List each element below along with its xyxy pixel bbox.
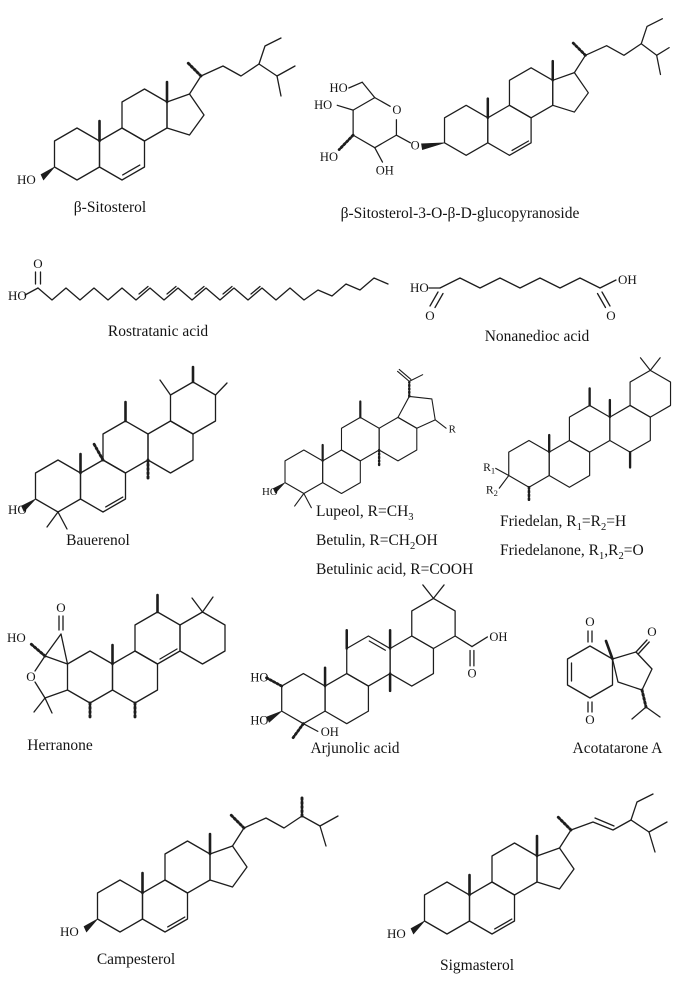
caption-herranone: Herranone <box>27 737 93 754</box>
structure-nonanedioc-acid: HO O O OH <box>410 272 637 323</box>
caption-rostratanic-acid: Rostratanic acid <box>107 323 209 340</box>
structure-sigmasterol: HO <box>387 793 668 941</box>
caption-friedelanone: Friedelanone, R1,R2=O <box>500 542 644 563</box>
skeleton-arjunolic-acid <box>264 584 489 740</box>
skeleton-rostratanic-acid <box>24 271 389 301</box>
skeleton-acotatarone-a <box>566 630 661 720</box>
caption-beta-sitosterol: β-Sitosterol <box>73 199 147 216</box>
structure-sitosterol-glucoside: O O HO HO HO OH <box>314 18 670 178</box>
caption-lupeol-group: Lupeol, R=CH3 Betulin, R=CH2OH Betulinic… <box>316 500 496 587</box>
atom-label-ho: HO <box>17 172 36 187</box>
atom-label-oh-cooh: OH <box>489 630 507 644</box>
atom-label-ho-c3: HO <box>320 150 338 164</box>
atom-label-r1: R1 <box>483 461 495 476</box>
skeleton-sitosterol-glucoside <box>336 18 670 163</box>
caption-lupeol: Lupeol, R=CH3 <box>316 503 414 524</box>
structure-lupeol: HO R <box>262 368 457 509</box>
atom-label-oh-c23: OH <box>321 725 339 739</box>
atom-label-ho: HO <box>262 486 278 498</box>
caption-friedelan: Friedelan, R1=R2=H <box>500 513 627 534</box>
structure-campesterol: HO <box>60 795 339 939</box>
caption-betulin: Betulin, R=CH2OH <box>316 532 438 553</box>
atom-label-ho-ch2: HO <box>330 81 348 95</box>
atom-label-o-cooh: O <box>467 666 476 680</box>
caption-nonanedioc-acid: Nonanedioc acid <box>484 328 590 345</box>
atom-label-ring-o: O <box>392 103 401 117</box>
atom-label-ho: HO <box>387 926 406 941</box>
atom-label-carbonyl-o: O <box>56 600 65 615</box>
atom-label-ho: HO <box>60 924 79 939</box>
structure-friedelan: R1 R2 <box>483 357 672 502</box>
caption-bauerenol: Bauerenol <box>66 532 130 549</box>
atom-label-ho: HO <box>7 630 26 645</box>
skeleton-beta-sitosterol <box>40 37 296 181</box>
skeleton-herranone <box>29 593 226 721</box>
atom-label-ho-c4: HO <box>314 98 332 112</box>
structure-bauerenol: HO <box>8 365 228 530</box>
caption-acotatarone-a: Acotatarone A <box>572 740 663 757</box>
caption-sigmasterol: Sigmasterol <box>439 957 515 974</box>
atom-label-o-right: O <box>647 624 656 639</box>
atom-label-ho: HO <box>8 288 27 303</box>
skeleton-bauerenol <box>21 365 228 530</box>
atom-label-ho-c2: HO <box>250 670 268 684</box>
structure-rostratanic-acid: O HO <box>8 256 389 303</box>
structure-herranone: O O HO <box>7 593 226 721</box>
atom-label-r2: R2 <box>486 484 498 499</box>
skeleton-sigmasterol <box>410 793 668 935</box>
caption-campesterol: Campesterol <box>96 951 176 968</box>
atom-label-ho-c3: HO <box>250 714 268 728</box>
atom-label-o-right: O <box>606 308 615 323</box>
caption-friedelan-group: Friedelan, R1=R2=H Friedelanone, R1,R2=O <box>500 510 685 568</box>
skeleton-nonanedioc-acid <box>428 277 617 309</box>
atom-label-oh: OH <box>618 272 637 287</box>
skeleton-campesterol <box>83 795 339 933</box>
atom-label-carbonyl-o: O <box>33 256 42 271</box>
skeleton-lupeol <box>272 368 447 509</box>
skeleton-friedelan <box>495 357 672 502</box>
atom-label-oh-c2: OH <box>376 164 394 178</box>
atom-label-ho: HO <box>410 280 429 295</box>
atom-label-o-left: O <box>425 308 434 323</box>
structure-beta-sitosterol: HO <box>17 37 296 187</box>
atom-label-o-bottom: O <box>585 712 594 727</box>
atom-label-r: R <box>449 423 457 435</box>
atom-label-glycosidic-o: O <box>411 139 420 153</box>
structure-arjunolic-acid: HO HO OH O OH <box>250 584 507 740</box>
atom-label-ho: HO <box>8 502 27 517</box>
caption-arjunolic-acid: Arjunolic acid <box>310 740 400 757</box>
structure-acotatarone-a: O O O <box>566 614 661 727</box>
caption-sitosterol-glucoside: β-Sitosterol-3-O-β-D-glucopyranoside <box>340 205 580 222</box>
caption-betulinic-acid: Betulinic acid, R=COOH <box>316 561 474 579</box>
atom-label-o-top: O <box>585 614 594 629</box>
atom-label-ring-o: O <box>26 669 35 684</box>
